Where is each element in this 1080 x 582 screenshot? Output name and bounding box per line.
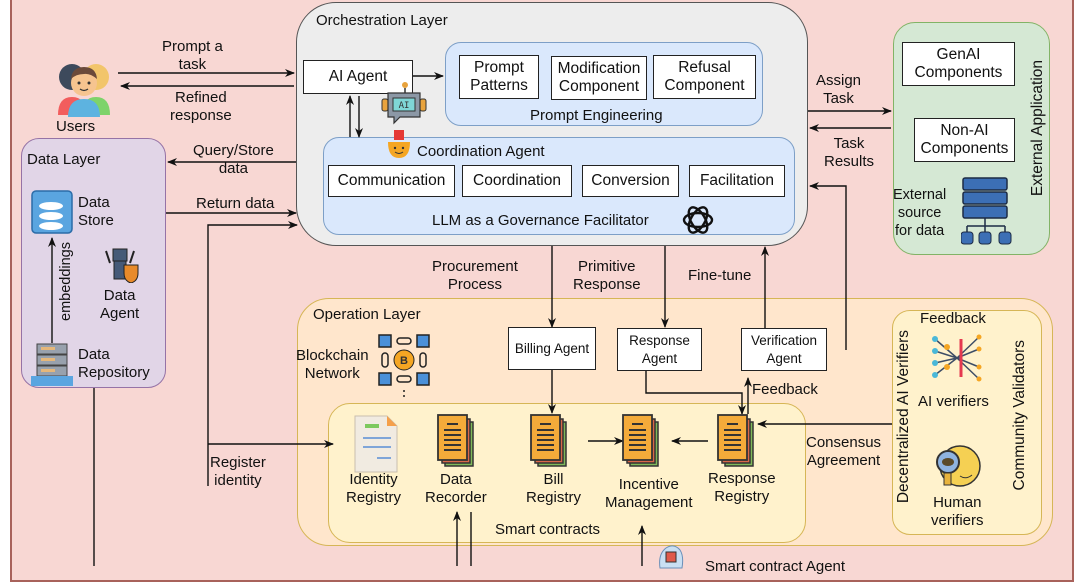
data-store-label: Data Store	[78, 194, 114, 229]
human-verifiers-label: Human verifiers	[931, 494, 984, 529]
billing-agent-box[interactable]: Billing Agent	[508, 327, 596, 370]
prompt-engineering-title: Prompt Engineering	[530, 107, 663, 124]
data-store-icon	[31, 190, 73, 234]
bill-registry-icon	[530, 414, 567, 467]
blockchain-network-label: Blockchain Network	[296, 347, 369, 382]
prompt-patterns-box[interactable]: Prompt Patterns	[459, 55, 539, 99]
orchestration-layer-title: Orchestration Layer	[316, 12, 448, 29]
response-registry-label: Response Registry	[708, 470, 776, 505]
label-fine-tune: Fine-tune	[688, 267, 752, 284]
data-repository-icon	[31, 343, 73, 386]
identity-registry-icon	[354, 415, 398, 473]
openai-icon	[682, 206, 714, 234]
data-layer	[21, 138, 166, 388]
label-register-identity: Register identity	[210, 454, 266, 489]
smart-contract-agent-label: Smart contract Agent	[705, 558, 846, 575]
response-registry-icon	[717, 414, 754, 467]
embeddings-label: embeddings	[58, 242, 74, 321]
label-prompt-task: Prompt a task	[162, 38, 223, 73]
data-agent-icon	[105, 248, 139, 283]
label-procurement: Procurement Process	[432, 258, 518, 293]
label-primitive-response: Primitive Response	[573, 258, 641, 293]
operation-layer-title: Operation Layer	[313, 306, 421, 323]
nonai-components-box[interactable]: Non-AI Components	[914, 118, 1015, 162]
external-application-title: External Application	[1029, 60, 1046, 197]
data-layer-title: Data Layer	[27, 151, 101, 168]
users-icon	[58, 64, 110, 117]
label-refined-response: Refined response	[170, 89, 232, 124]
neural-network-icon	[932, 334, 982, 382]
ai-robot-icon: AI	[381, 82, 427, 125]
data-agent-label: Data Agent	[100, 287, 140, 322]
data-recorder-icon	[437, 414, 474, 467]
data-repository-label: Data Repository	[78, 346, 150, 381]
blockchain-icon: B	[378, 334, 430, 397]
label-feedback: Feedback	[752, 381, 818, 398]
conversion-box[interactable]: Conversion	[582, 165, 679, 197]
incentive-management-icon	[622, 414, 659, 467]
label-consensus: Consensus Agreement	[806, 434, 882, 469]
ai-verifiers-label: AI verifiers	[918, 393, 989, 410]
refusal-component-box[interactable]: Refusal Component	[653, 55, 756, 99]
identity-registry-label: Identity Registry	[346, 471, 402, 506]
response-agent-box[interactable]: Response Agent	[617, 328, 702, 371]
llm-governance-label: LLM as a Governance Facilitator	[432, 212, 649, 229]
ai-agent-box[interactable]: AI Agent	[303, 60, 413, 94]
incentive-management-label: Incentive Management	[605, 476, 693, 511]
decentralized-ai-verifiers-title: Decentralized AI Verifiers	[895, 330, 912, 504]
svg-text:B: B	[400, 355, 408, 367]
communication-box[interactable]: Communication	[328, 165, 455, 197]
bill-registry-label: Bill Registry	[526, 471, 582, 506]
label-assign-task: Assign Task	[816, 72, 862, 107]
coordination-agent-icon	[388, 130, 410, 158]
modification-component-box[interactable]: Modification Component	[551, 56, 647, 100]
label-query-store: Query/Store data	[193, 142, 274, 177]
coordination-box[interactable]: Coordination	[462, 165, 572, 197]
data-recorder-label: Data Recorder	[425, 471, 487, 506]
verification-agent-box[interactable]: Verification Agent	[741, 328, 827, 371]
verifiers-feedback-label: Feedback	[920, 310, 986, 327]
smart-contract-agent-icon	[659, 545, 684, 569]
facilitation-box[interactable]: Facilitation	[689, 165, 785, 197]
community-validators-title: Community Validators	[1011, 340, 1028, 491]
users-label: Users	[56, 118, 96, 135]
smart-contracts-title: Smart contracts	[495, 521, 601, 538]
coordination-agent-title: Coordination Agent	[417, 143, 545, 160]
external-source-label: External source for data	[893, 187, 947, 239]
server-network-icon	[961, 177, 1012, 245]
svg-text:AI: AI	[399, 101, 410, 111]
genai-components-box[interactable]: GenAI Components	[902, 42, 1015, 86]
human-verifier-icon	[936, 445, 981, 487]
label-return-data: Return data	[196, 195, 275, 212]
label-task-results: Task Results	[824, 135, 875, 170]
